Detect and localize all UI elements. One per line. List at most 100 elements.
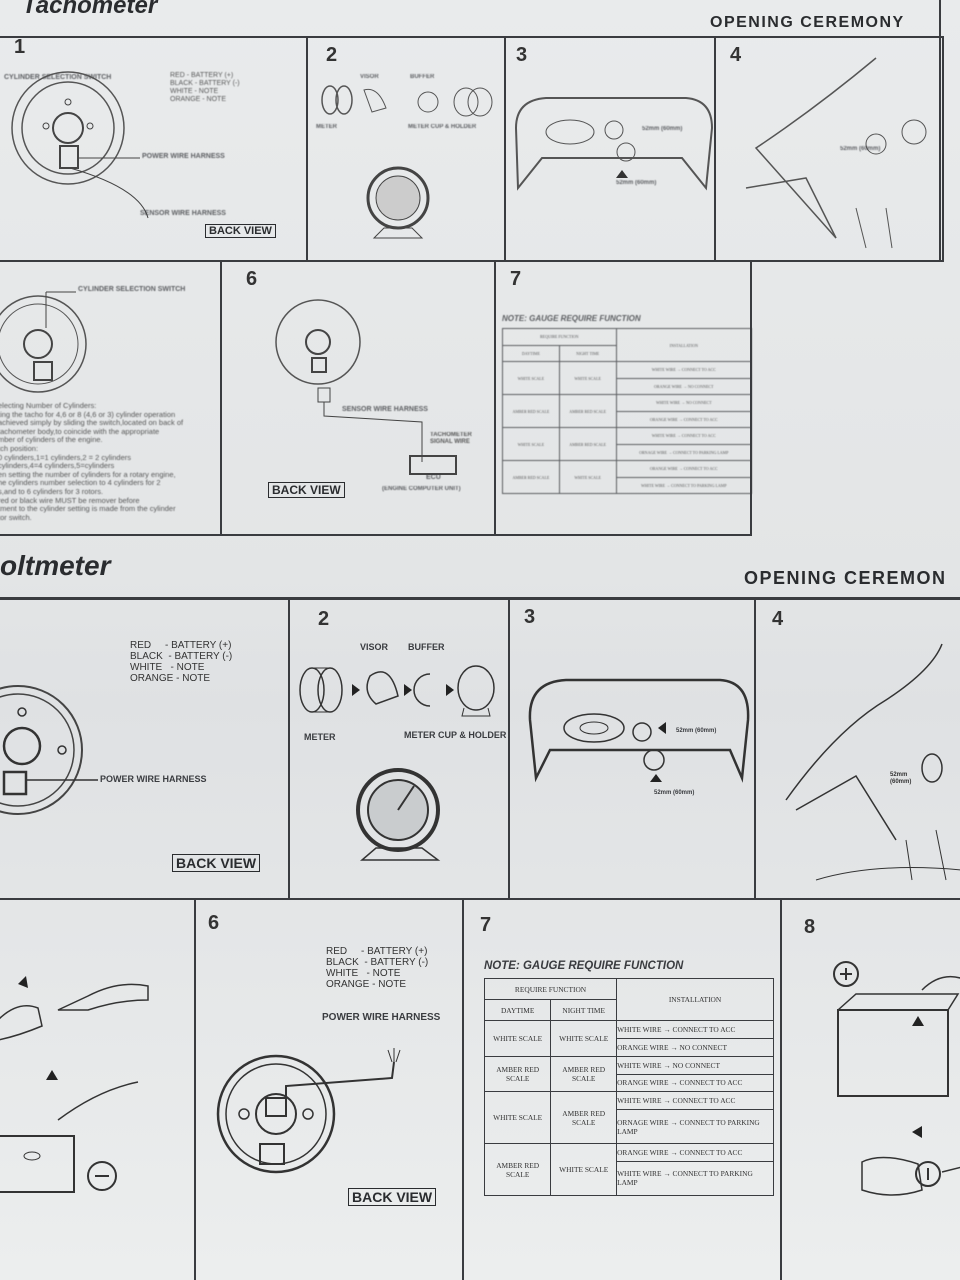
table-cell: ORANGE WIRE → NO CONNECT [616,1037,774,1057]
tach-panel-3: 3 52mm (60mm) 52mm (60mm) [504,36,716,262]
table-cell: ORANGE WIRE → CONNECT TO ACC [616,1143,774,1162]
cylinder-instructions: electing Number of Cylinders: ting the t… [0,401,184,522]
wire-legend: RED - BATTERY (+) BLACK - BATTERY (-) WH… [326,946,429,990]
battery-connect-drawing [833,961,960,1196]
volt-panel-8: 8 [780,898,960,1280]
gauge-note: NOTE: GAUGE REQUIRE FUNCTION [484,960,684,972]
cup-label: METER CUP & HOLDER [408,124,477,130]
back-view-label: BACK VIEW [348,1188,437,1206]
table-cell: WHITE WIRE → CONNECT TO PARKING LAMP [616,1160,774,1197]
tach-panel-4: 4 52mm (60mm) [714,36,944,262]
night-header: NIGHT TIME [558,344,617,362]
signal-label: TACHOMETER SIGNAL WIRE [430,432,472,445]
panel-number: 4 [730,44,742,66]
daytime-header: DAYTIME [502,344,560,362]
table-cell: WHITE WIRE → NO CONNECT [616,1055,774,1075]
volt-panel-2: 2 VISOR BUFFER METER METER CUP & HOLDER [288,598,510,900]
table-cell: AMBER RED SCALE [483,1055,552,1093]
table-cell: WHITE SCALE [483,1020,552,1057]
table-cell: WHITE SCALE [558,460,617,494]
tach-title: Tachometer [22,0,158,19]
switch-label: CYLINDER SELECTION SWITCH [78,286,186,293]
installation-header: INSTALLATION [615,328,753,362]
size-label-a: 52mm (60mm) [642,126,683,132]
panel-number: 6 [208,912,220,934]
table-cell: AMBER RED SCALE [558,394,617,428]
visor-label: VISOR [360,74,379,80]
table-cell: WHITE SCALE [550,1020,618,1057]
size-label-b: 52mm (60mm) [654,790,695,796]
tach-header-rule [0,0,941,260]
panel-number: 3 [516,44,528,66]
volt-title: oltmeter [0,550,111,581]
tach-panel-1: 1 CYLINDER SELECTION SWITCH RED - BATTER… [0,36,308,262]
table-cell: AMBER RED SCALE [502,394,560,428]
table-cell: ORANGE WIRE → CONNECT TO ACC [615,410,753,428]
volt-back-gauge-drawing [0,685,98,815]
require-function-header: REQUIRE FUNCTION [502,328,617,346]
buffer-label: BUFFER [410,74,435,80]
table-cell: WHITE SCALE [502,427,560,461]
back-view-label: BACK VIEW [205,224,276,238]
power-wire-label: POWER WIRE HARNESS [322,1012,441,1023]
panel-number: 7 [480,914,492,936]
volt-panel-5 [0,898,196,1280]
table-cell: WHITE WIRE → CONNECT TO ACC [615,427,753,445]
dashboard-drawing [514,97,714,191]
table-cell: ORANGE WIRE → CONNECT TO ACC [615,460,753,478]
table-cell: AMBER RED SCALE [502,460,560,494]
size-label-a: 52mm (60mm) [676,728,717,734]
size-label: 52mm (60mm) [840,146,881,152]
buffer-label: BUFFER [408,642,445,652]
installation-header: INSTALLATION [616,978,774,1021]
panel-number: 3 [524,606,536,628]
dashboard-drawing [528,678,750,783]
panel-number: 2 [318,608,330,630]
meter-label: METER [304,732,336,742]
table-cell: AMBER RED SCALE [483,1143,552,1196]
tach-back-gauge-drawing [11,71,149,219]
table-cell: ORNAGE WIRE → CONNECT TO PARKING LAMP [615,443,753,461]
table-cell: ORANGE WIRE → CONNECT TO ACC [616,1073,774,1093]
back-view-label: BACK VIEW [172,854,261,872]
panel-number: 1 [14,36,26,58]
back-gauge-drawing [0,291,87,393]
table-cell: ORNAGE WIRE → CONNECT TO PARKING LAMP [616,1109,774,1145]
table-cell: AMBER RED SCALE [558,427,617,461]
table-cell: WHITE WIRE → CONNECT TO ACC [615,361,753,379]
volt-panel-6: 6 RED - BATTERY (+) BLACK - BATTERY (-) … [194,898,464,1280]
tach-panel-2: 2 VISOR BUFFER METER METER CUP & HOLDER [306,36,506,262]
table-cell: WHITE WIRE → CONNECT TO ACC [616,1020,774,1039]
panel-number: 8 [804,916,816,938]
cup-label: METER CUP & HOLDER [404,730,507,740]
power-wire-label: POWER WIRE HARNESS [100,774,207,784]
wire-legend: RED - BATTERY (+) BLACK - BATTERY (-) WH… [130,640,233,684]
table-cell: WHITE SCALE [502,361,560,395]
dash-mount-drawing [785,643,960,881]
require-function-header: REQUIRE FUNCTION [483,978,618,1000]
table-cell: WHITE WIRE → CONNECT TO ACC [616,1091,774,1111]
meter-label: METER [316,124,337,130]
dash-mount-drawing [745,57,927,249]
night-header: NIGHT TIME [550,999,618,1021]
tach-ceremony-label: OPENING CEREMONY [710,14,905,31]
switch-label: CYLINDER SELECTION SWITCH [4,74,112,81]
volt-panel-7: 7 NOTE: GAUGE REQUIRE FUNCTION REQUIRE F… [462,898,782,1280]
ecu-label: ECU [426,474,441,481]
volt-panel-3: 3 52mm (60mm) 52mm (60mm) [508,598,756,900]
table-cell: WHITE WIRE → NO CONNECT [615,394,753,412]
size-label: 52mm (60mm) [890,772,912,785]
volt-panel-4: 4 52mm (60mm) [754,598,960,900]
panel-number: 7 [510,268,522,290]
tach-panel-6: 6 SENSOR WIRE HARNESS TACHOMETER SIGNAL … [220,262,496,536]
visor-label: VISOR [360,642,389,652]
power-wire-label: POWER WIRE HARNESS [142,153,225,160]
battery-disconnect-drawing [0,976,149,1193]
volt-panel-1: RED - BATTERY (+) BLACK - BATTERY (-) WH… [0,598,290,900]
ecu-sub-label: (ENGINE COMPUTER UNIT) [382,486,461,492]
gauge-note: NOTE: GAUGE REQUIRE FUNCTION [502,314,641,323]
volt-ceremony-label: OPENING CEREMON [744,568,947,588]
table-cell: AMBER RED SCALE [550,1055,618,1093]
